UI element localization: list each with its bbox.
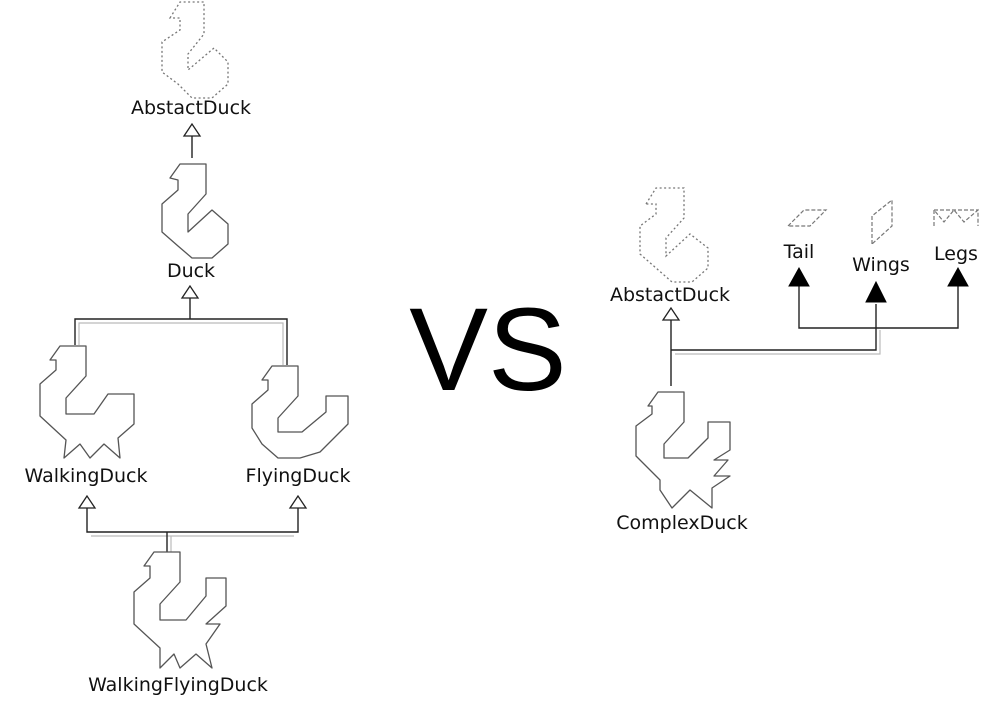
- edge-branch-walking: [74, 318, 288, 365]
- edge-parts-connector: [671, 304, 877, 351]
- flying-duck-icon: [251, 365, 349, 459]
- filled-arrowhead: [788, 266, 810, 287]
- vs-text: VS: [409, 284, 566, 416]
- left-duck-icon: [161, 163, 229, 259]
- open-arrowhead: [77, 494, 97, 509]
- flying-duck-label: FlyingDuck: [246, 465, 351, 487]
- legs-label: Legs: [934, 243, 978, 265]
- left-abstact-duck-icon: [161, 1, 229, 99]
- left-duck-label: Duck: [167, 260, 215, 282]
- right-abstact-duck-icon: [639, 187, 709, 283]
- tail-label: Tail: [783, 241, 815, 263]
- edge-parts-shadow: [675, 330, 881, 355]
- open-arrowhead: [180, 284, 200, 299]
- complex-duck-icon: [635, 391, 731, 509]
- left-abstact-duck-label: AbstactDuck: [131, 97, 251, 119]
- wings-icon: [871, 198, 893, 246]
- edge-parts-bus: [798, 286, 959, 329]
- complex-duck-label: ComplexDuck: [616, 512, 747, 534]
- walking-duck-label: WalkingDuck: [25, 465, 148, 487]
- tail-icon: [786, 209, 828, 227]
- edge-branch-walking-flying: [86, 508, 299, 533]
- open-arrowhead: [288, 494, 308, 509]
- legs-icon: [933, 208, 979, 226]
- open-arrowhead: [182, 122, 202, 137]
- walking-duck-icon: [39, 345, 135, 459]
- walking-flying-duck-label: WalkingFlyingDuck: [88, 674, 268, 696]
- filled-arrowhead: [947, 266, 969, 287]
- wings-label: Wings: [852, 254, 910, 276]
- right-abstact-duck-label: AbstactDuck: [610, 284, 730, 306]
- edge-branch-shadow: [78, 322, 284, 365]
- walking-flying-duck-icon: [133, 551, 227, 669]
- filled-arrowhead: [865, 280, 887, 303]
- open-arrowhead: [661, 306, 681, 321]
